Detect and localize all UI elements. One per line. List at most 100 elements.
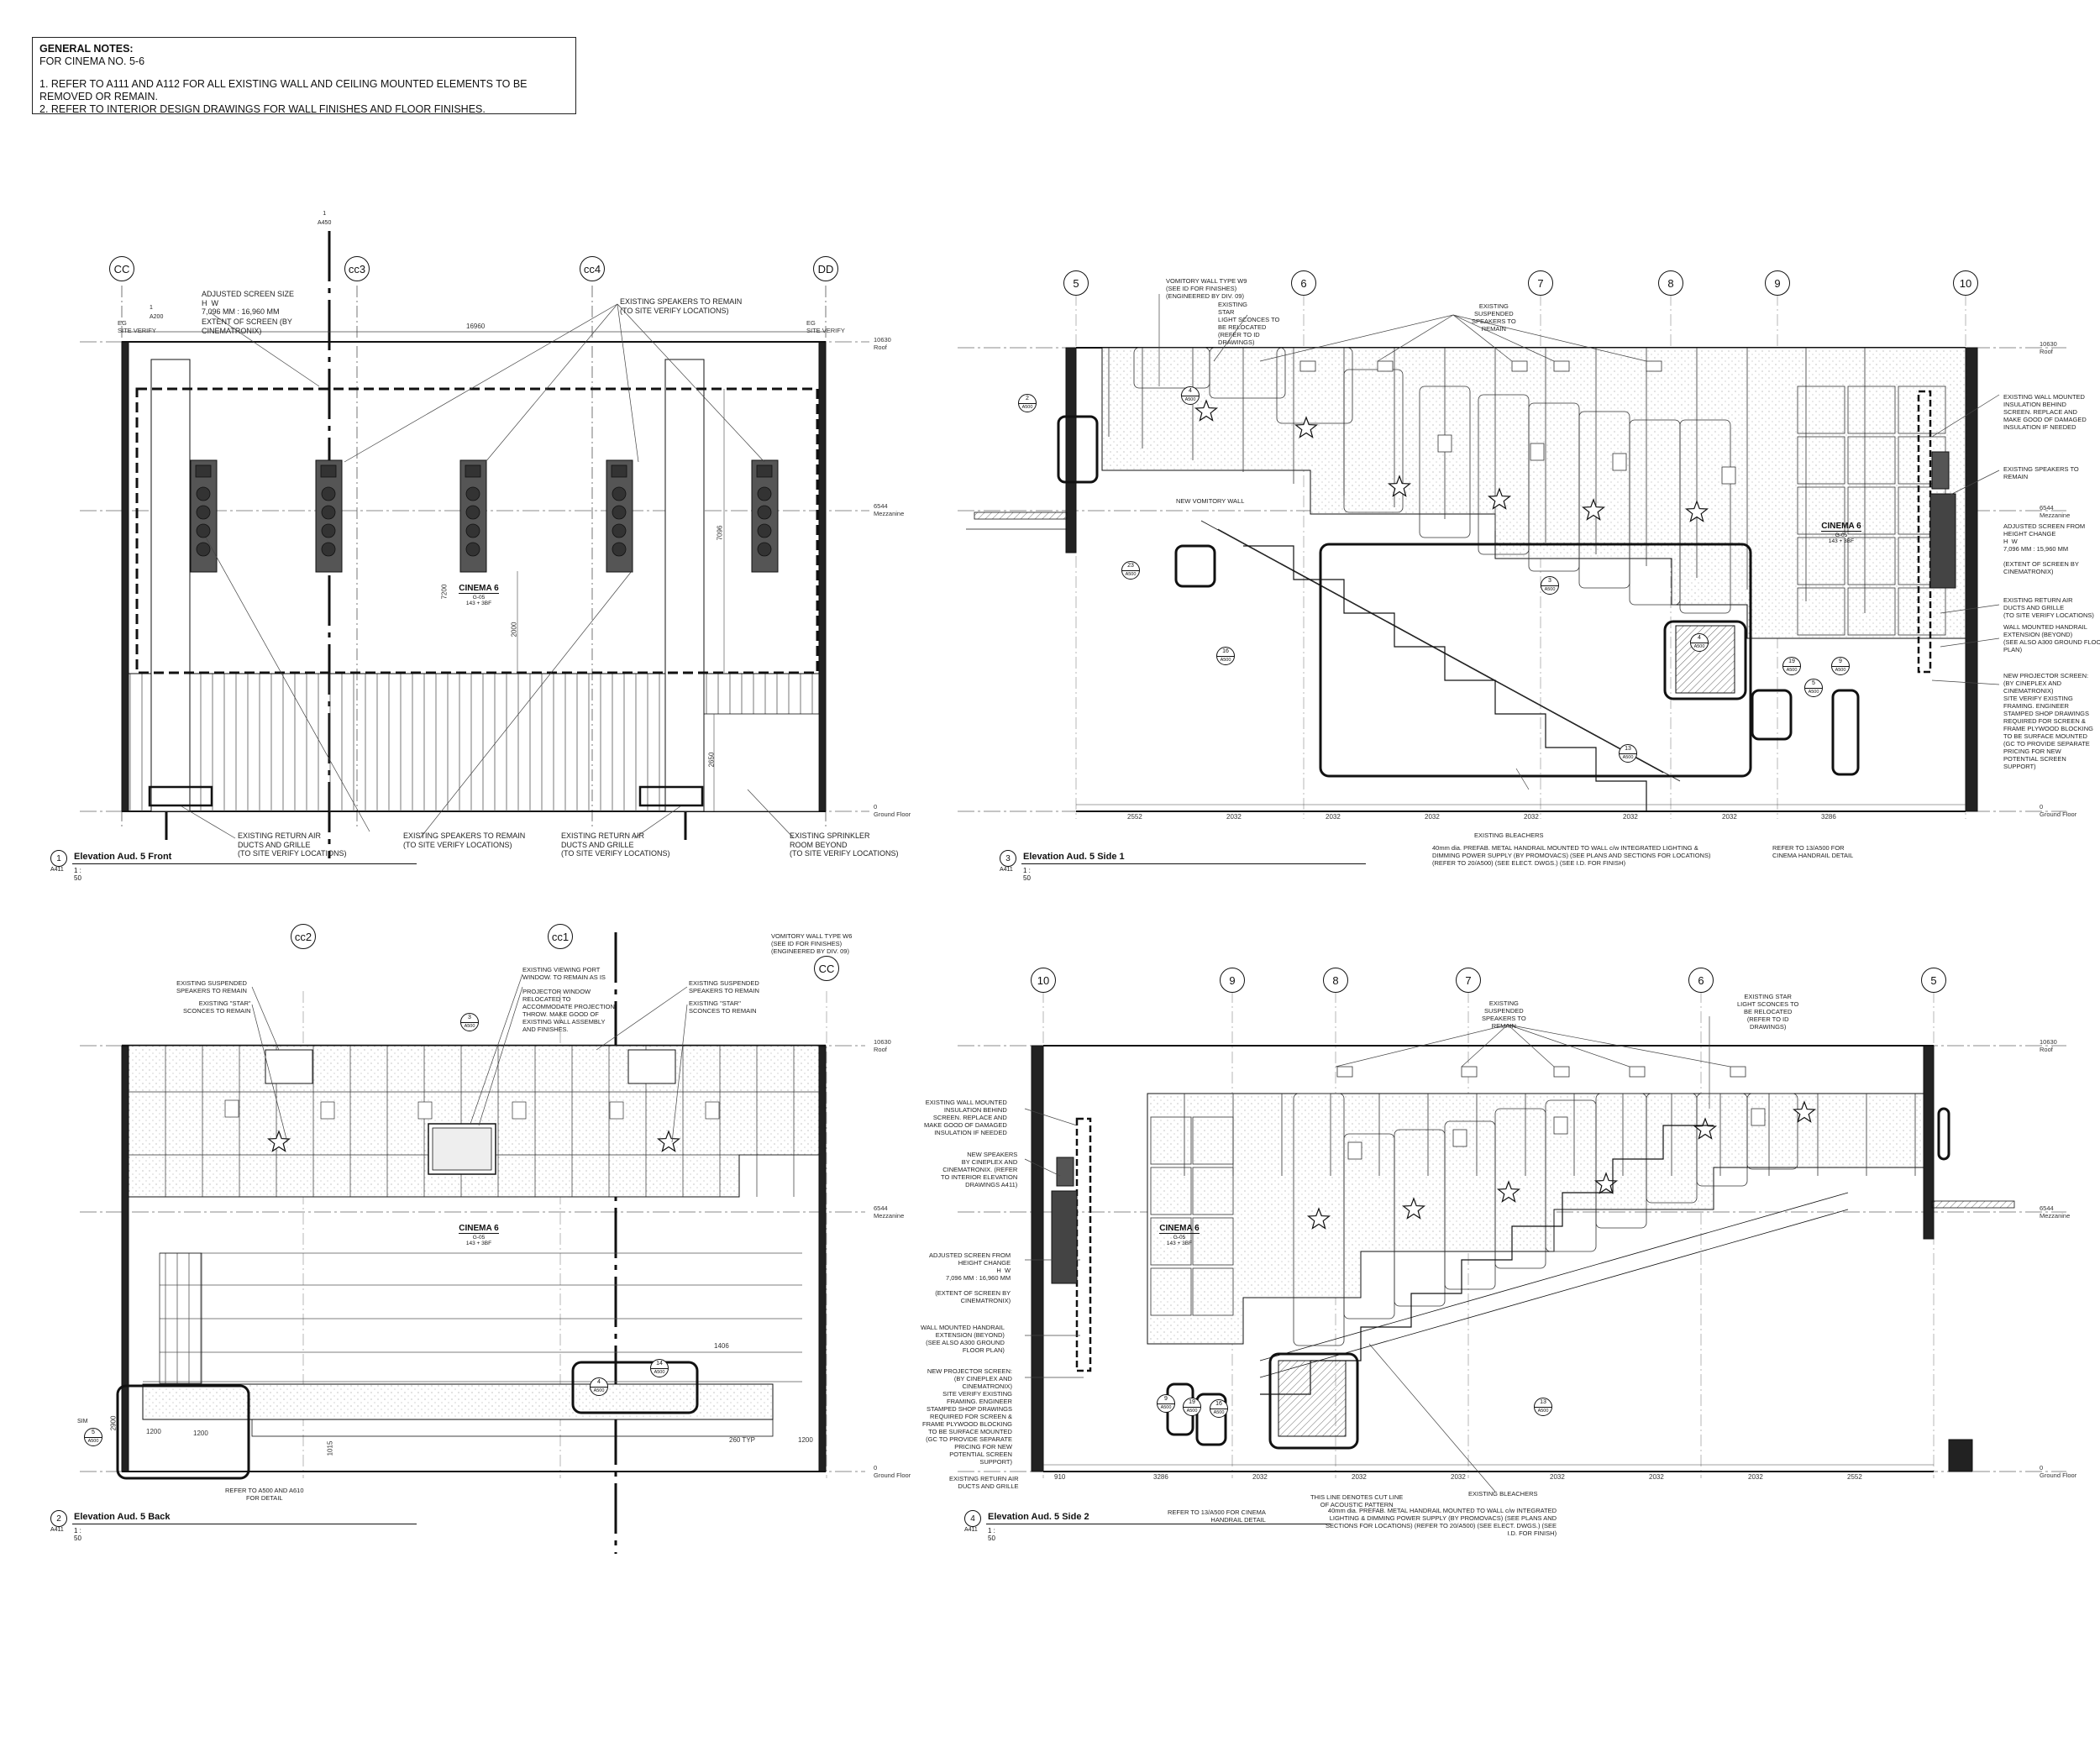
view1-level-eg-right: EG SITE VERIFY	[806, 319, 845, 334]
speaker-driver	[465, 486, 480, 501]
bay-dimension: 2032	[1326, 813, 1341, 821]
view4-note-star-relocated: EXISTING STAR LIGHT SCONCES TO BE RELOCA…	[1737, 993, 1799, 1031]
view1-note-sprinkler: EXISTING SPRINKLER ROOM BEYOND (TO SITE …	[790, 832, 899, 858]
view1-level-mezz: 6544 Mezzanine	[874, 502, 905, 517]
view1-title-sheet: A411	[50, 867, 64, 873]
view4-level-roof: 10630 Roof	[2040, 1038, 2057, 1053]
view4-room-tag: CINEMA 6 G-05 143 + 3BF	[1146, 1220, 1213, 1246]
view1-grid-cc: CC	[109, 256, 134, 281]
wall-sconce	[1721, 466, 1736, 485]
speaker-tweeter	[756, 464, 773, 478]
bay-dimension: 2032	[1748, 1473, 1763, 1481]
suspended-speaker	[1511, 360, 1528, 372]
view3-room-tag: CINEMA 6 G-05 143 + 3BF	[1808, 517, 1875, 544]
view2-dim-1200b: 1200	[798, 1436, 813, 1444]
speaker-driver	[465, 523, 480, 538]
speaker-driver	[196, 542, 211, 557]
star-sconce	[1693, 1117, 1718, 1140]
view2-note-star-right: EXISTING "STAR" SCONCES TO REMAIN	[689, 999, 757, 1015]
detail-tag-number: 4	[1189, 388, 1192, 394]
view2-dim-1406: 1406	[714, 1342, 729, 1350]
detail-tag-sheet: A500	[85, 1437, 102, 1445]
star-sconce	[1306, 1207, 1331, 1230]
speaker-tweeter	[195, 464, 212, 478]
view1-dim-7096: 7096	[716, 525, 724, 541]
view1-title-scale: 1 : 50	[74, 867, 81, 882]
view2-note-suspended-left: EXISTING SUSPENDED SPEAKERS TO REMAIN	[176, 979, 247, 994]
speaker-driver	[465, 542, 480, 557]
wall-sconce	[1437, 434, 1452, 453]
view3-grid-7: 7	[1528, 270, 1553, 296]
detail-tag-sheet: A500	[651, 1368, 668, 1376]
view2-note-viewing-port: EXISTING VIEWING PORT WINDOW. TO REMAIN …	[522, 966, 606, 981]
general-note-1: 1. REFER TO A111 AND A112 FOR ALL EXISTI…	[39, 78, 528, 102]
view4-title-sheet: A411	[964, 1527, 978, 1533]
detail-tag-sheet: A500	[1182, 396, 1199, 403]
view1-grid-cc3: cc3	[344, 256, 370, 281]
bay-dimension: 2552	[1847, 1473, 1862, 1481]
detail-tag-sheet: A500	[1805, 688, 1822, 695]
view3-title-name: Elevation Aud. 5 Side 1	[1023, 852, 1125, 862]
acoustic-panel	[1847, 537, 1896, 585]
acoustic-panel	[1746, 1093, 1798, 1170]
view4-grid-10: 10	[1031, 968, 1056, 993]
bay-dimension: 2032	[1524, 813, 1539, 821]
acoustic-panel	[1192, 1167, 1234, 1215]
view3-note-suspended: EXISTING SUSPENDED SPEAKERS TO REMAIN	[1472, 302, 1516, 333]
star-sconce	[1401, 1197, 1426, 1220]
acoustic-panel	[1209, 347, 1286, 399]
detail-tag-number: 9	[1839, 658, 1842, 664]
general-notes: GENERAL NOTES: FOR CINEMA NO. 5-6 1. REF…	[32, 37, 576, 115]
speaker-driver	[612, 486, 627, 501]
general-notes-subheading: FOR CINEMA NO. 5-6	[39, 55, 145, 67]
acoustic-panel	[1847, 386, 1896, 434]
view4-side2-elevation	[958, 991, 2066, 1493]
view4-note-new-projector: NEW PROJECTOR SCREEN: (BY CINEPLEX AND C…	[922, 1367, 1012, 1466]
view4-level-ground: 0 Ground Floor	[2040, 1464, 2077, 1479]
view3-note-return-air: EXISTING RETURN AIR DUCTS AND GRILLE (TO…	[2003, 596, 2094, 619]
bay-dimension: 2552	[1127, 813, 1142, 821]
view3-title-scale: 1 : 50	[1023, 867, 1031, 882]
view2-dim-2900: 2900	[109, 1415, 118, 1431]
acoustic-panel	[1797, 486, 1845, 535]
view2-level-roof: 10630 Roof	[874, 1038, 891, 1053]
view1-level-roof: 10630 Roof	[874, 336, 891, 351]
detail-tag-sheet: A500	[1184, 1407, 1200, 1414]
detail-tag-sheet: A500	[1832, 666, 1849, 674]
view4-grid-8: 8	[1323, 968, 1348, 993]
acoustic-panel	[1192, 1116, 1234, 1165]
view3-level-mezz: 6544 Mezzanine	[2040, 504, 2071, 519]
view2-note-star-left: EXISTING "STAR" SCONCES TO REMAIN	[183, 999, 251, 1015]
view4-grid-9: 9	[1220, 968, 1245, 993]
general-note-2: 2. REFER TO INTERIOR DESIGN DRAWINGS FOR…	[39, 103, 486, 115]
star-sconce	[1496, 1180, 1521, 1203]
bay-dimension: 2032	[1451, 1473, 1466, 1481]
detail-tag-number: 9	[1164, 1396, 1168, 1402]
suspended-speaker	[1553, 1066, 1570, 1078]
view3-side1-elevation	[958, 294, 2066, 819]
star-sconce	[656, 1130, 681, 1152]
star-sconce	[1387, 475, 1412, 497]
view4-note-return-air: EXISTING RETURN AIR DUCTS AND GRILLE	[949, 1475, 1019, 1490]
detail-tag-number: 5	[92, 1430, 95, 1435]
acoustic-panel	[1797, 436, 1845, 485]
acoustic-panel	[1847, 486, 1896, 535]
view1-front-elevation	[80, 231, 869, 857]
bay-dimension: 3286	[1153, 1473, 1168, 1481]
view4-note-bleachers: EXISTING BLEACHERS	[1468, 1490, 1538, 1498]
detail-tag-number: 13	[1625, 746, 1631, 752]
room-name: CINEMA 6	[1821, 522, 1861, 532]
view1-title-name: Elevation Aud. 5 Front	[74, 852, 172, 862]
star-sconce	[266, 1130, 291, 1152]
detail-tag-number: 19	[1189, 1399, 1195, 1405]
room-name: CINEMA 6	[459, 584, 499, 594]
